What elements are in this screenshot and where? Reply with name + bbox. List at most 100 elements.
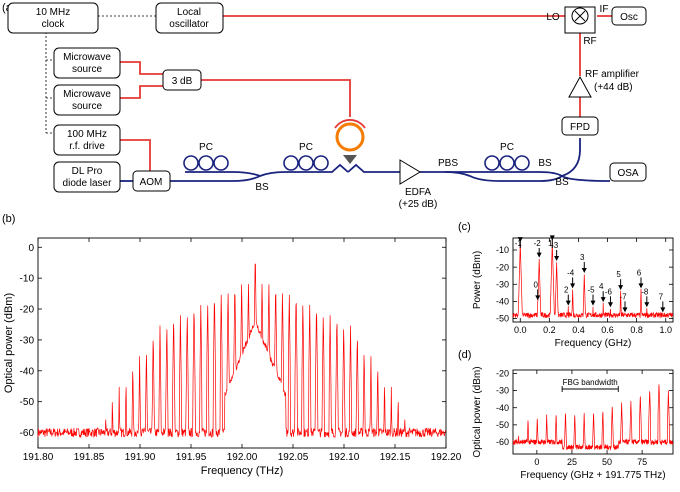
electrical-lines [120, 15, 612, 172]
peak-arrowhead [644, 302, 650, 308]
aom-box [132, 170, 171, 192]
y-tick-label: -40 [20, 366, 35, 377]
y-tick-label: -50 [496, 420, 509, 430]
lo-port-label: LO [546, 12, 560, 23]
y-tick-label: -20 [496, 262, 509, 272]
y-tick-label: -50 [496, 314, 509, 324]
peak-arrowhead [570, 283, 576, 289]
y-tick-label: -20 [20, 305, 35, 316]
edfa-label-1: EDFA [405, 187, 431, 198]
panel-label-b: (b) [2, 213, 15, 225]
panel-label-c: (c) [458, 221, 471, 233]
rf-spectrum-trace [512, 241, 674, 319]
peak-arrowhead [536, 252, 542, 258]
x-tick-label: 191.85 [74, 452, 105, 463]
edfa-label-2: (+25 dB) [399, 199, 438, 210]
peak-arrowhead [607, 302, 613, 308]
lo-label-2: oscillator [169, 19, 209, 30]
clock-label-2: clock [42, 19, 66, 30]
fpd-box [561, 116, 599, 136]
peak-arrowhead [622, 307, 628, 313]
x-tick-label: 25 [567, 457, 577, 467]
x-tick-label: 191.95 [176, 452, 207, 463]
peak-arrowhead [618, 285, 624, 291]
clock-reference-lines [45, 15, 156, 134]
peak-label: -7 [619, 292, 627, 301]
fbg-annotation: FBG bandwidth [563, 378, 618, 387]
y-axis-label: Power (dBm) [472, 251, 483, 309]
clock-box [7, 2, 99, 34]
y-axis-label: Optical power (dBm) [472, 366, 483, 457]
y-tick-label: -40 [496, 403, 509, 413]
mw2-label-2: source [72, 101, 102, 112]
peak-label: -4 [567, 268, 575, 277]
rf-amp-label-2: (+44 dB) [594, 82, 633, 93]
drive-label-1: 100 MHz [67, 129, 107, 140]
peak-arrowhead [581, 268, 587, 273]
mixer-icon [564, 6, 596, 34]
fpd-label: FPD [570, 122, 590, 133]
y-tick-label: -10 [20, 274, 35, 285]
filtered-spectrum-trace [512, 384, 674, 451]
setup-diagram: (a) [2, 2, 647, 210]
y-tick-label: 0 [28, 243, 34, 254]
x-tick-label: 192.05 [278, 452, 309, 463]
y-tick-label: -30 [496, 386, 509, 396]
laser-label-2: diode laser [63, 178, 113, 189]
peak-label: -1 [515, 239, 523, 248]
osc-box [611, 6, 647, 26]
y-axis-label: Optical power (dBm) [3, 293, 15, 393]
peak-arrowhead [535, 295, 541, 301]
x-tick-label: 1.0 [659, 325, 672, 335]
peak-label: -5 [587, 286, 595, 295]
peak-label: 1 [548, 239, 553, 248]
drive-label-2: r.f. drive [69, 141, 105, 152]
clock-label-1: 10 MHz [36, 7, 70, 18]
ring-resonator [334, 119, 366, 164]
x-tick-label: 192.15 [380, 452, 411, 463]
peak-arrowhead [660, 307, 666, 313]
local-oscillator-box [155, 2, 224, 34]
lo-label-1: Local [177, 7, 201, 18]
y-tick-label: -50 [20, 397, 35, 408]
mw2-label-1: Microwave [63, 89, 111, 100]
peak-label: -6 [605, 287, 613, 296]
optical-fiber [120, 138, 611, 182]
y-tick-label: -60 [496, 437, 509, 447]
edfa-amplifier-icon [399, 159, 421, 185]
spectrum-trace [37, 263, 446, 439]
peak-arrowhead [590, 300, 596, 306]
y-tick-label: -40 [496, 297, 509, 307]
rf-amplifier-icon [568, 75, 592, 98]
x-axis-label: Frequency (GHz + 191.775 THz) [520, 470, 665, 481]
peak-label: -2 [534, 239, 542, 248]
peak-label: -3 [551, 241, 559, 250]
x-tick-label: 0.2 [543, 325, 556, 335]
bs1-label: BS [255, 182, 269, 193]
peak-arrowhead [638, 283, 644, 289]
x-tick-label: 0.4 [572, 325, 585, 335]
pc1-label: PC [199, 142, 213, 153]
aom-label: AOM [140, 177, 163, 188]
plot-frame [37, 237, 447, 449]
x-axis-label: Frequency (GHz) [555, 338, 632, 349]
peak-label: 2 [564, 286, 569, 295]
peak-arrowhead [549, 235, 555, 241]
x-tick-label: 191.80 [23, 452, 54, 463]
osc-label: Osc [620, 12, 638, 23]
y-tick-label: -30 [20, 335, 35, 346]
peak-arrowhead [517, 237, 523, 243]
x-tick-label: 50 [602, 457, 612, 467]
y-tick-label: -60 [20, 428, 35, 439]
y-tick-label: -10 [496, 245, 509, 255]
rf-amp-label-1: RF amplifier [585, 69, 640, 80]
x-tick-label: 192.10 [329, 452, 360, 463]
rf-port-label: RF [583, 36, 596, 47]
x-tick-label: 0 [534, 457, 539, 467]
pc2-label: PC [299, 142, 313, 153]
peak-label: 3 [580, 253, 585, 262]
if-port-label: IF [600, 4, 609, 15]
